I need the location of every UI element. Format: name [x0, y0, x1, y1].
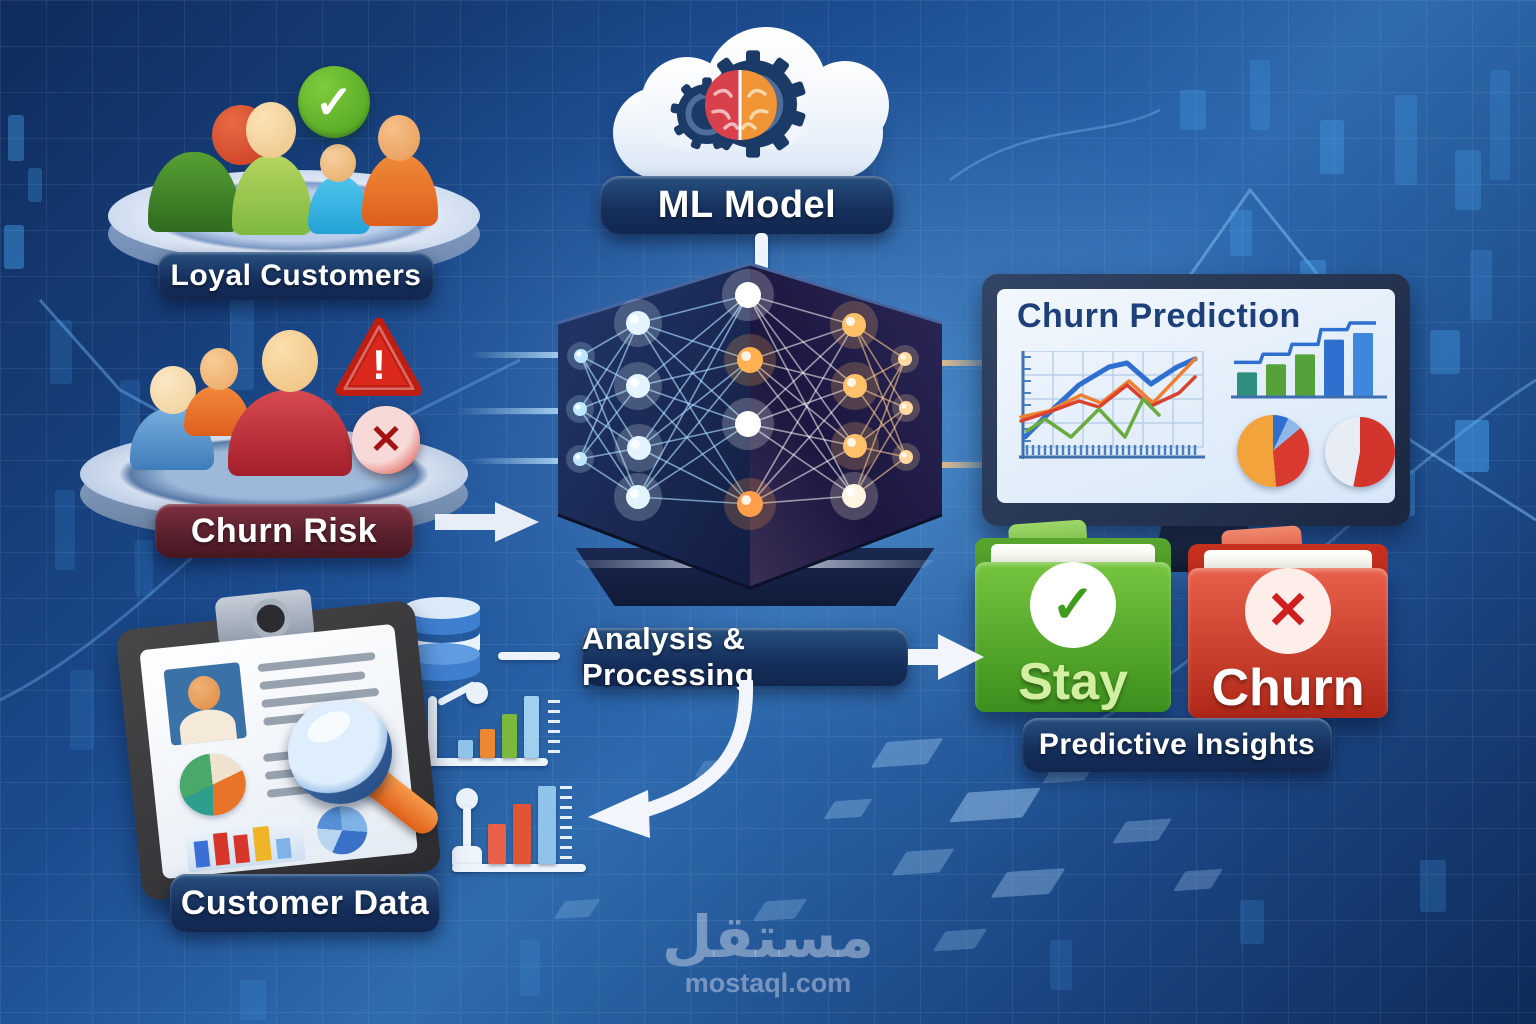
- loyal-customers-text: Loyal Customers: [170, 259, 422, 292]
- bg-candle: [135, 540, 153, 596]
- loyal-check-badge: ✓: [298, 66, 370, 138]
- bg-candle: [28, 168, 42, 202]
- monitor-screen: Churn Prediction: [997, 289, 1395, 503]
- bg-candle: [70, 670, 94, 750]
- churn-risk-text: Churn Risk: [190, 511, 378, 550]
- warm-chart-axis-x: [452, 864, 586, 872]
- database-icon: [404, 597, 480, 681]
- churn-folder-label: Churn: [1211, 659, 1365, 717]
- predictive-insights-text: Predictive Insights: [1038, 728, 1316, 761]
- arrow-churnrisk-to-model: [435, 502, 539, 542]
- customer-photo: [163, 662, 248, 746]
- magnifier-icon: [288, 700, 458, 860]
- bg-candle: [1455, 150, 1481, 210]
- dataflow-line: [455, 408, 560, 414]
- loyal-customers-label: Loyal Customers: [158, 252, 434, 300]
- bg-candle: [1180, 90, 1206, 130]
- bg-candle: [55, 490, 75, 570]
- monitor-bar-chart: [1231, 321, 1387, 399]
- ml-model-text: ML Model: [657, 183, 837, 226]
- gear-brain-icon: [670, 50, 806, 158]
- dataflow-line: [938, 462, 1008, 468]
- mini-chart-ruler: [548, 700, 560, 758]
- cross-icon: ✕: [369, 418, 403, 462]
- bg-candle: [1320, 120, 1344, 174]
- watermark-site: mostaql.com: [684, 968, 852, 998]
- arrow-analysis-to-stay: [908, 634, 984, 680]
- churn-cross-icon: ✕: [1266, 582, 1310, 640]
- watermark-logo: مستقل: [661, 903, 875, 971]
- monitor-pie-chart-2: [1325, 417, 1395, 487]
- dataflow-line: [470, 352, 560, 358]
- bg-tile: [1172, 868, 1224, 892]
- customer-data-label: Customer Data: [170, 874, 440, 932]
- bg-candle: [1395, 95, 1417, 185]
- bg-candle: [240, 980, 266, 1020]
- bg-tile: [891, 848, 955, 876]
- mini-bar: [538, 786, 556, 864]
- warm-chart-lollipop-stick: [463, 806, 471, 852]
- bg-candle: [1050, 940, 1072, 990]
- analysis-processing-text: Analysis & Processing: [582, 621, 755, 692]
- bg-candle: [1250, 60, 1270, 130]
- bg-tile: [553, 898, 601, 920]
- stay-folder-label: Stay: [1018, 653, 1128, 711]
- mini-bar: [524, 696, 539, 758]
- predictive-insights-label: Predictive Insights: [1022, 718, 1332, 772]
- churn-folder: ✕ Churn: [1188, 525, 1388, 718]
- bg-candle: [8, 115, 24, 161]
- stay-folder: ✓ Stay: [975, 519, 1171, 712]
- mini-bar: [488, 824, 506, 864]
- bg-candle: [1455, 420, 1489, 472]
- warm-chart-lollipop: [456, 788, 478, 810]
- paper-pie-chart: [176, 750, 249, 819]
- customer-data-text: Customer Data: [180, 883, 430, 922]
- bg-tile: [990, 868, 1066, 898]
- neural-network-cube: [557, 262, 943, 590]
- mini-bar: [480, 729, 495, 758]
- bg-candle: [4, 225, 24, 269]
- warm-chart-ruler: [560, 786, 572, 860]
- mini-chart-axis-y: [428, 696, 437, 764]
- bg-tile: [932, 928, 988, 952]
- warm-bar-chart: [488, 786, 558, 864]
- bg-candle: [520, 940, 540, 996]
- monitor-title: Churn Prediction: [1017, 297, 1301, 335]
- bg-tile: [870, 738, 944, 768]
- stay-check-icon: ✓: [1051, 576, 1095, 634]
- dataflow-line: [938, 360, 1008, 366]
- churn-cross-badge: ✕: [352, 406, 420, 474]
- bg-candle: [50, 320, 72, 384]
- svg-text:!: !: [372, 342, 386, 388]
- bg-candle: [1240, 900, 1264, 944]
- bg-tile: [1112, 818, 1172, 844]
- mini-bar-chart: [458, 694, 544, 758]
- bg-candle: [1470, 250, 1492, 320]
- bg-candle: [1420, 860, 1446, 912]
- mini-bar: [458, 740, 473, 758]
- bg-candle: [1490, 70, 1510, 180]
- ml-model-label: ML Model: [600, 176, 894, 234]
- churn-risk-label: Churn Risk: [155, 504, 413, 558]
- connector-database-analysis: [498, 652, 560, 660]
- bg-candle: [1230, 210, 1252, 256]
- brain-halves: [705, 70, 777, 140]
- dataflow-line: [470, 458, 560, 464]
- mini-bar: [502, 714, 517, 758]
- bg-candle: [1430, 330, 1460, 374]
- watermark: مستقل mostaql.com: [640, 908, 896, 999]
- curved-arrow-analysis-to-chart: [588, 680, 754, 838]
- check-icon: ✓: [314, 76, 354, 128]
- monitor-pie-chart-1: [1237, 415, 1309, 487]
- mini-chart-axis-x: [428, 758, 548, 766]
- mini-bar: [513, 804, 531, 864]
- bg-tile: [823, 798, 873, 820]
- monitor-line-chart: [1019, 351, 1205, 459]
- bg-tile: [948, 787, 1042, 823]
- analysis-processing-label: Analysis & Processing: [582, 621, 908, 692]
- warning-triangle-icon: !: [335, 317, 423, 396]
